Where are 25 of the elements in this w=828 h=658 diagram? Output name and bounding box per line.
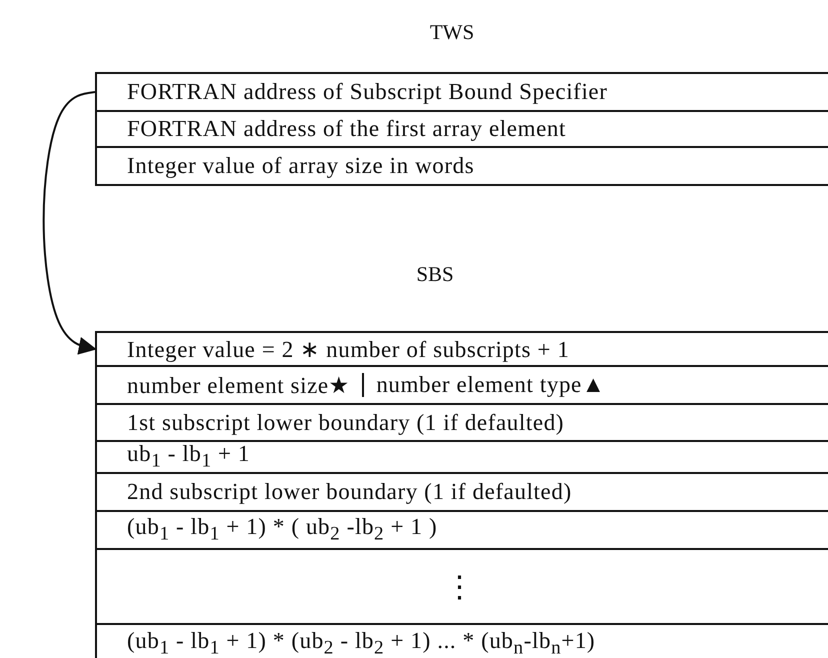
table-row: [95, 112, 828, 148]
table-title: SBS: [416, 262, 454, 287]
row-text: number element size★: [127, 372, 350, 398]
table-row: [95, 331, 828, 367]
table-row: [95, 512, 828, 550]
row-text: number element type▲: [376, 372, 606, 398]
table-row: [95, 405, 828, 442]
row-text: Integer value = 2 ∗ number of subscripts + 1: [127, 336, 570, 362]
table-row: [95, 367, 828, 405]
row-text: 2nd subscript lower boundary (1 if defaulted): [127, 479, 572, 505]
row-text: FORTRAN address of Subscript Bound Specifier: [127, 79, 608, 105]
row-text: FORTRAN address of the first array element: [127, 116, 566, 142]
table-row: [95, 72, 828, 112]
ellipsis-text: ⋮: [444, 570, 476, 604]
table-title: TWS: [430, 20, 474, 45]
row-text: ub$_{1}$ - lb$_{1}$ + 1: [127, 441, 250, 473]
table-row: [95, 442, 828, 474]
row-text: (ub$_{1}$ - lb$_{1}$ + 1) * ( ub$_{2}$ -lb$_{2}$ + 1 ): [127, 514, 438, 546]
row-text: (ub$_{1}$ - lb$_{1}$ + 1) * (ub$_{2}$ - lb$_{2}$ + 1) ... * (ub$_{n}$-lb$_{n}$+1): [127, 628, 596, 658]
table-row: [95, 550, 828, 625]
arrow: [42, 91, 97, 355]
row-text: 1st subscript lower boundary (1 if defaulted): [127, 410, 564, 436]
table-row: [95, 148, 828, 186]
table-row: [95, 474, 828, 512]
row-text: Integer value of array size in words: [127, 153, 474, 179]
